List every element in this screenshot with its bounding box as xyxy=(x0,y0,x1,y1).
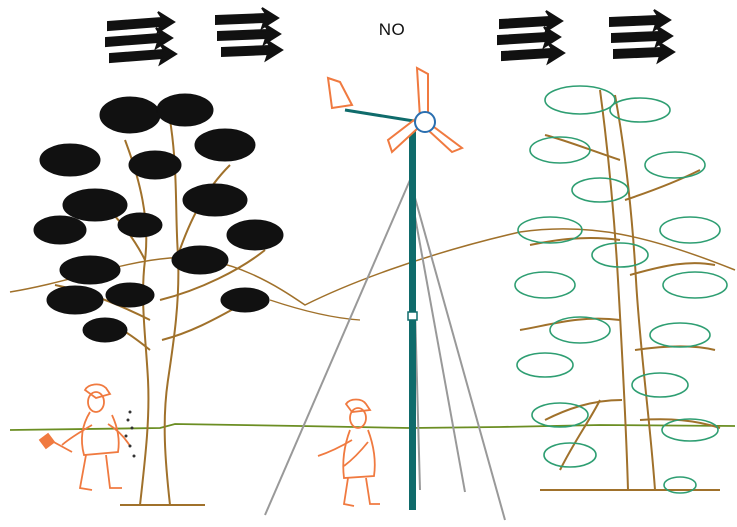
hill-line-lower xyxy=(270,300,360,320)
left-tree-foliage xyxy=(34,94,283,342)
turbine-tail-boom xyxy=(345,110,420,122)
person-icon xyxy=(318,400,380,507)
wind-arrow-group-2 xyxy=(216,8,282,60)
turbine-blades xyxy=(388,68,462,152)
guy-wires xyxy=(265,180,505,520)
wind-arrow-group-1 xyxy=(106,12,176,64)
wind-arrow-group-3 xyxy=(498,11,564,63)
turbine-tail-fin xyxy=(328,78,352,108)
wind-turbine-icon xyxy=(265,68,505,520)
tower-bracket xyxy=(408,312,417,320)
right-tree-icon xyxy=(520,90,720,490)
right-tree-foliage xyxy=(515,86,727,493)
wind-arrows-icon xyxy=(106,8,674,64)
turbine-hub xyxy=(415,112,435,132)
lumberjack-icon xyxy=(40,384,130,490)
wind-arrow-group-4 xyxy=(610,10,674,62)
wood-chips xyxy=(125,411,136,458)
